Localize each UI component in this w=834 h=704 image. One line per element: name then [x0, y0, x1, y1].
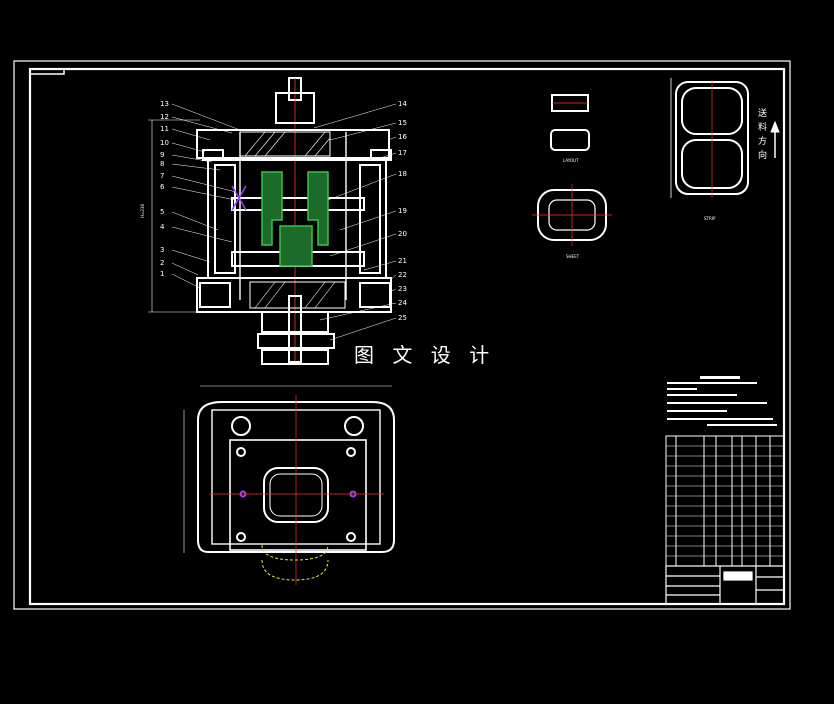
svg-text:5: 5: [160, 208, 164, 216]
bom-table: [665, 435, 785, 567]
svg-text:23: 23: [398, 285, 407, 293]
svg-text:2: 2: [160, 259, 164, 267]
svg-text:向: 向: [758, 149, 767, 161]
svg-text:3: 3: [160, 246, 164, 254]
svg-text:4: 4: [160, 223, 165, 231]
svg-text:20: 20: [398, 230, 407, 238]
svg-text:12: 12: [160, 113, 169, 121]
svg-text:7: 7: [160, 172, 164, 180]
svg-text:24: 24: [398, 299, 407, 307]
svg-text:14: 14: [398, 100, 407, 108]
outer-frame: [13, 60, 791, 610]
part-labels-left: 13 12 11 10 9 8 7 6 5 4 3 2 1: [160, 100, 169, 278]
technical-notes: [667, 376, 777, 426]
svg-text:H=236: H=236: [140, 204, 145, 218]
svg-text:1: 1: [160, 270, 164, 278]
svg-text:料: 料: [758, 121, 767, 133]
svg-text:SHEET: SHEET: [566, 254, 580, 259]
feed-direction-label: 送 料 方 向: [758, 107, 767, 161]
punch-hatch: [231, 171, 329, 267]
svg-text:15: 15: [398, 119, 407, 127]
title-block: [665, 565, 785, 605]
main-section-view: [196, 77, 392, 365]
svg-text:25: 25: [398, 314, 407, 322]
svg-text:8: 8: [160, 160, 164, 168]
svg-text:STRIP: STRIP: [704, 216, 716, 221]
feed-arrow-icon: [770, 120, 780, 158]
svg-text:17: 17: [398, 149, 407, 157]
svg-text:19: 19: [398, 207, 407, 215]
svg-text:16: 16: [398, 133, 407, 141]
plan-view: [183, 385, 395, 581]
strip-layout: [670, 78, 749, 198]
svg-text:13: 13: [160, 100, 169, 108]
svg-text:18: 18: [398, 170, 407, 178]
svg-text:11: 11: [160, 125, 169, 133]
inner-frame: [28, 67, 786, 606]
svg-text:9: 9: [160, 151, 164, 159]
svg-text:方: 方: [758, 135, 767, 147]
svg-text:10: 10: [160, 139, 169, 147]
svg-text:22: 22: [398, 271, 407, 279]
part-labels-right: 14 15 16 17 18 19 20 21 22 23 24 25: [398, 100, 407, 322]
svg-text:送: 送: [758, 107, 767, 119]
part-views: [532, 94, 612, 246]
watermark-text: 图 文 设 计: [354, 343, 495, 367]
svg-text:6: 6: [160, 183, 165, 191]
svg-text:LAYOUT: LAYOUT: [563, 158, 579, 163]
svg-text:21: 21: [398, 257, 407, 265]
